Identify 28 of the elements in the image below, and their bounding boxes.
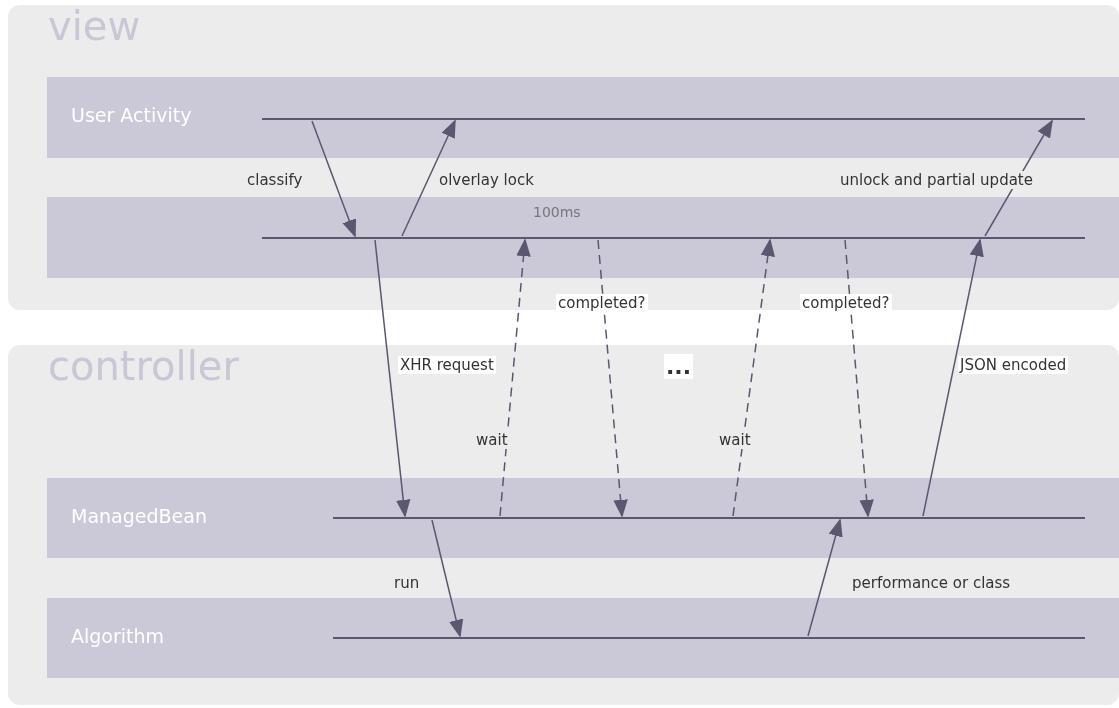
arrow: [807, 518, 843, 637]
edge-label: performance or class: [850, 574, 1013, 592]
swimlane-band: [47, 598, 1119, 678]
ellipsis: ...: [664, 354, 694, 379]
dashed-arrow: [499, 238, 531, 517]
arrow: [922, 238, 984, 517]
edge-label: XHR request: [398, 356, 496, 374]
edge-label: wait: [474, 431, 510, 449]
arrow: [431, 519, 464, 638]
timing-label: 100ms: [531, 204, 583, 220]
edge-label: unlock and partial update: [838, 171, 1035, 189]
arrow: [401, 119, 456, 237]
arrow: [374, 239, 411, 518]
edge-label: completed?: [556, 294, 648, 312]
swimlane-band: [47, 478, 1119, 558]
edge-label: completed?: [800, 294, 892, 312]
dashed-arrow: [597, 239, 628, 518]
edge-label: wait: [717, 431, 753, 449]
arrow: [311, 120, 357, 238]
group-panel: [8, 345, 1119, 705]
edge-label: classify: [245, 171, 305, 189]
edge-label: olverlay lock: [437, 171, 536, 189]
dashed-arrow: [732, 238, 775, 517]
dashed-arrow: [844, 239, 874, 518]
group-panel: [8, 5, 1119, 310]
swimlane-band: [47, 77, 1119, 158]
edge-label: JSON encoded: [958, 356, 1069, 374]
swimlane-band: [47, 197, 1119, 278]
